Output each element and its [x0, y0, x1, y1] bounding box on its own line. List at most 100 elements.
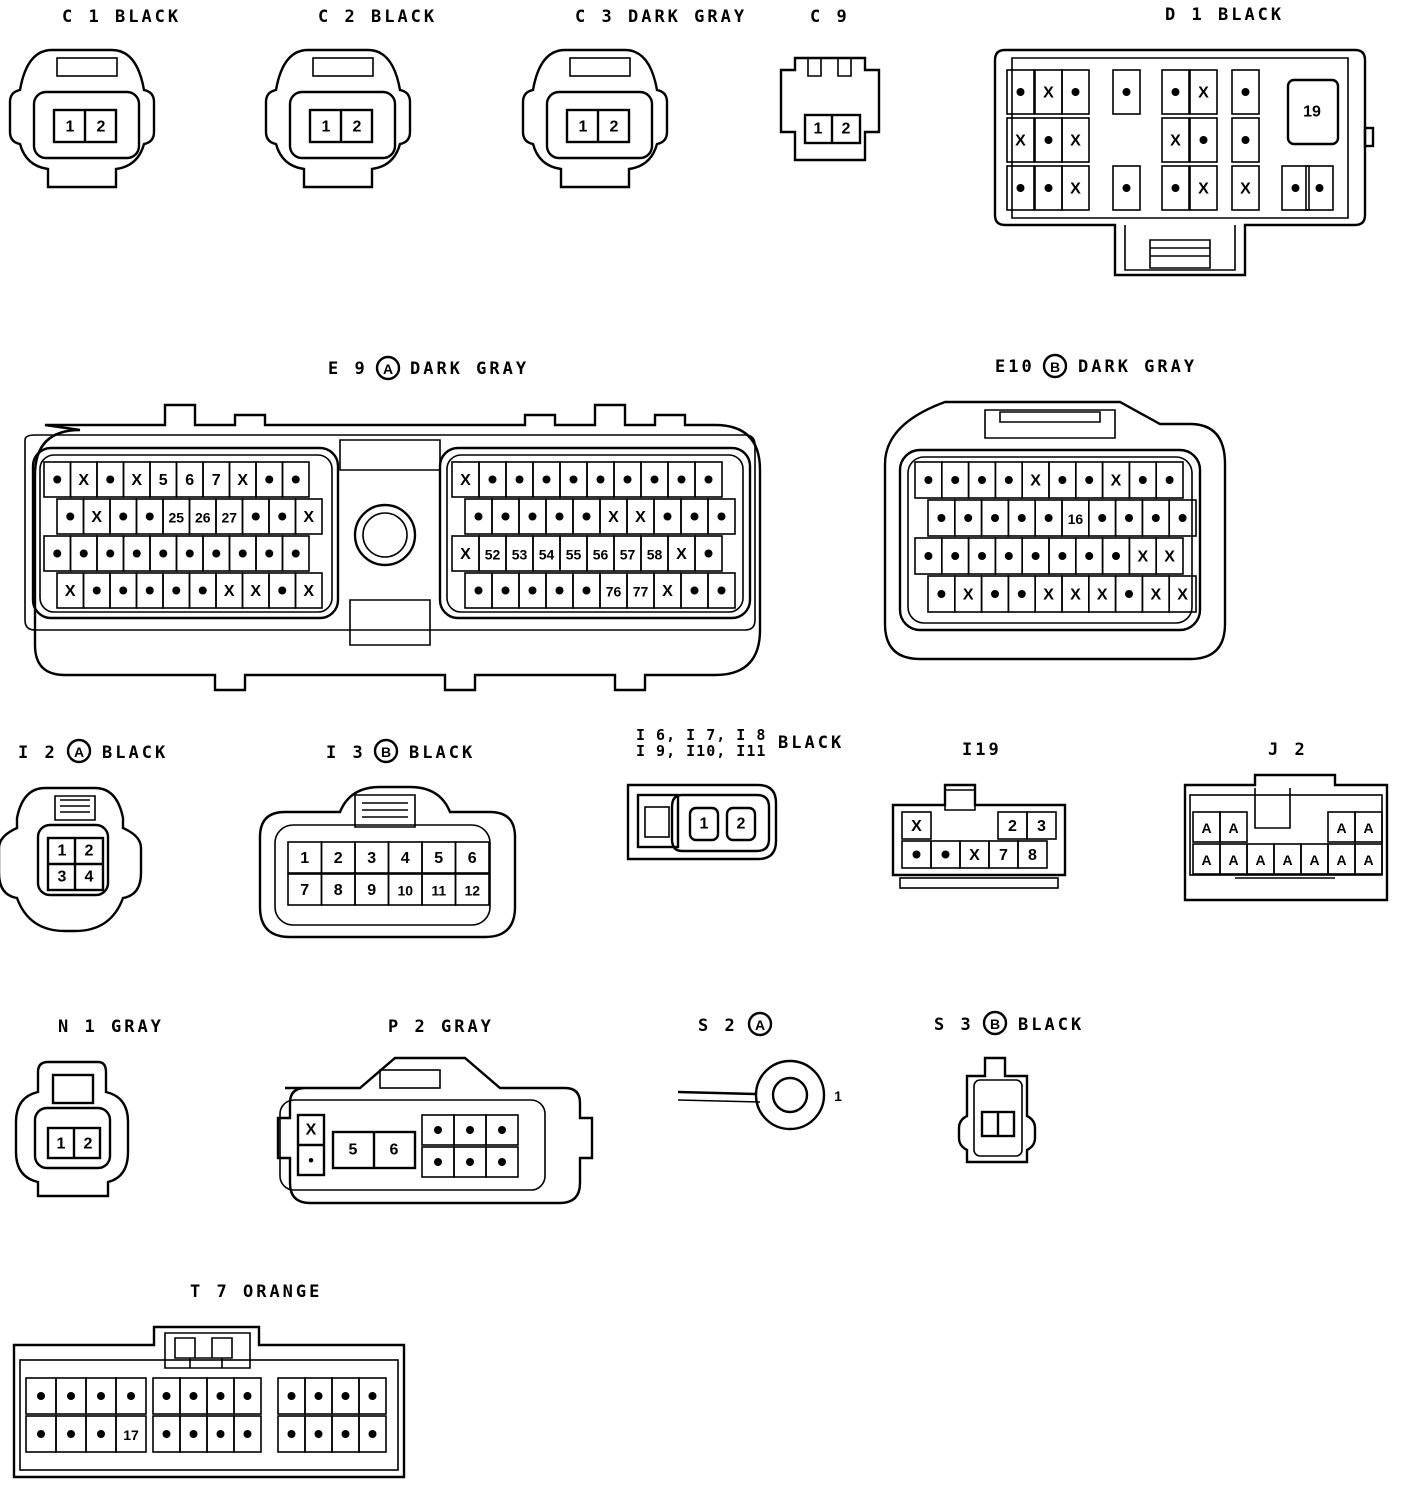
pin-e9l-r0c7: X	[237, 472, 248, 489]
pin-e9r-r3c9-dot	[717, 586, 726, 595]
pin-i3-9: 9	[367, 882, 376, 899]
pin-e9r-r0c5-dot	[596, 475, 605, 484]
pin-e9l-r0c5: 6	[185, 472, 194, 489]
pin-d1-r2c11-dot	[1315, 184, 1324, 192]
pin-p2-r0c2-dot	[498, 1126, 506, 1134]
pin-j2-r1c2: A	[1255, 852, 1265, 868]
pin-t7-b0r0c0-dot	[37, 1392, 45, 1400]
circle-badge-b	[982, 1010, 1008, 1036]
pin-e9r-r2c6: 57	[620, 547, 636, 563]
pin-e10-r1c1-dot	[964, 514, 973, 522]
pin-e10-r1c3-dot	[1017, 514, 1026, 522]
pin-e9l-r0c4: 5	[159, 472, 168, 489]
pin-i19-r1c4-cell	[1017, 840, 1048, 869]
connector-i2: 1 2 3 4	[0, 786, 143, 933]
pin-c9-1: 1	[814, 121, 823, 138]
pin-e10-r0c3-dot	[1004, 476, 1013, 484]
pin-t7-b2r1c0-dot	[287, 1430, 296, 1438]
pin-e10-r2c7-dot	[1112, 552, 1120, 560]
pin-t7-b0r1c0-dot	[37, 1430, 45, 1438]
label-c2: C 2 BLACK	[318, 7, 437, 27]
pin-e10-r3c3-dot	[1017, 590, 1026, 598]
pin-e9r-r1c8-dot	[690, 512, 699, 521]
pin-i2-2: 2	[85, 843, 94, 860]
pin-d1-r0c0-dot	[1016, 88, 1025, 96]
label-e9-color: DARK GRAY	[410, 359, 529, 379]
pin-e9l-r0c0-dot	[53, 475, 62, 484]
pin-i3-4: 4	[401, 850, 410, 867]
pin-e9l-r1c4: 25	[168, 510, 184, 526]
label-s3: S 3	[934, 1015, 974, 1035]
pin-t7-b1r0c3-cell	[233, 1377, 262, 1415]
pin-e9r-r3c7: X	[662, 583, 673, 600]
pin-p2-r0c2-cell	[485, 1114, 519, 1146]
pin-d1-r2c0-dot	[1016, 184, 1025, 192]
pin-d1-r0c7-cell	[1189, 69, 1218, 115]
pin-e10-r2c3-dot	[1004, 552, 1013, 560]
pin-j2-r0c1: A	[1228, 820, 1238, 836]
badge-s2: A	[755, 1017, 765, 1033]
pin-d1-r2c11-cell	[1305, 165, 1334, 211]
pin-e9r-r2c4: 55	[566, 547, 582, 563]
pin-t7-b2r0c1-dot	[314, 1392, 323, 1400]
pin-e10-r2c2-dot	[978, 552, 986, 560]
pin-e9l-r3c9-cell	[294, 572, 323, 609]
pin-c9-2: 2	[842, 121, 851, 138]
pin-t7-b1r1c2-dot	[216, 1430, 225, 1438]
pin-i3-7: 7	[300, 882, 309, 899]
pin-e10-r0c2-dot	[978, 476, 986, 484]
pin-p2-5: 5	[349, 1142, 358, 1159]
pin-e9r-r0c4-dot	[569, 475, 578, 484]
pin-d1-r1c0: X	[1015, 133, 1026, 150]
pin-e9r-r3c1-dot	[501, 586, 510, 595]
pin-e10-r3c7-dot	[1125, 590, 1133, 598]
pin-e9l-r2c9-dot	[291, 549, 300, 558]
pin-i3-5: 5	[434, 850, 443, 867]
pin-d1-r2c9: X	[1240, 181, 1251, 198]
pin-e9r-r0c6-dot	[623, 475, 632, 484]
pin-t7-b1r1c3-cell	[233, 1415, 262, 1453]
pin-e10-r2c9: X	[1164, 549, 1175, 566]
pin-j2-r0c0: A	[1201, 820, 1211, 836]
pin-e9r-r1c3-dot	[555, 512, 564, 521]
pin-p2-r1c2-dot	[498, 1158, 506, 1166]
pin-e9l-r1c9-cell	[294, 498, 323, 535]
pin-e9l-r1c8-dot	[278, 512, 287, 521]
label-i19: I19	[962, 740, 1002, 760]
pin-i3-6-cell	[454, 841, 490, 874]
pin-t7-b2r1c1-dot	[314, 1430, 323, 1438]
pin-j2-r1c6: A	[1363, 852, 1373, 868]
pin-d1-r1c0-cell	[1006, 117, 1035, 163]
pin-e10-r1c0-dot	[937, 514, 946, 522]
label-t7: T 7 ORANGE	[190, 1282, 322, 1302]
pin-d1-19: 19	[1303, 104, 1321, 121]
label-i6-color: BLACK	[778, 733, 844, 753]
label-i2: I 2	[18, 743, 58, 763]
pin-e9l-r1c5: 26	[195, 510, 211, 526]
label-s2: S 2	[698, 1016, 738, 1036]
pin-e9r-r1c9-dot	[717, 512, 726, 521]
pin-d1-r1c1-dot	[1044, 136, 1053, 144]
pin-d1-r0c2-cell	[1061, 69, 1090, 115]
circle-badge-a	[747, 1011, 773, 1037]
pin-i2-3: 3	[58, 869, 67, 886]
pin-c1-1: 1	[66, 119, 75, 136]
pin-t7-b1r0c3-dot	[243, 1392, 252, 1400]
pin-i3-12: 12	[464, 883, 480, 899]
pin-e9l-r1c1: X	[91, 509, 102, 526]
pin-d1-r0c9-dot	[1241, 88, 1250, 96]
pin-i2-4: 4	[85, 869, 94, 886]
pin-e9l-r3c3-dot	[145, 586, 154, 595]
pin-e9l-r3c2-dot	[119, 586, 128, 595]
pin-d1-r0c4-cell	[1112, 69, 1141, 115]
pin-t7-b1r0c0-dot	[162, 1392, 171, 1400]
label-n1: N 1 GRAY	[58, 1017, 164, 1037]
pin-t7-b2r0c3-dot	[368, 1392, 377, 1400]
pin-e10-r3c1: X	[963, 587, 974, 604]
pin-e9r-r2c2: 53	[512, 547, 528, 563]
pin-j2-r1c0: A	[1201, 852, 1211, 868]
pin-e9r-r1c6: X	[635, 509, 646, 526]
pin-i3-6: 6	[468, 850, 477, 867]
pin-e9l-r3c4-dot	[172, 586, 181, 595]
